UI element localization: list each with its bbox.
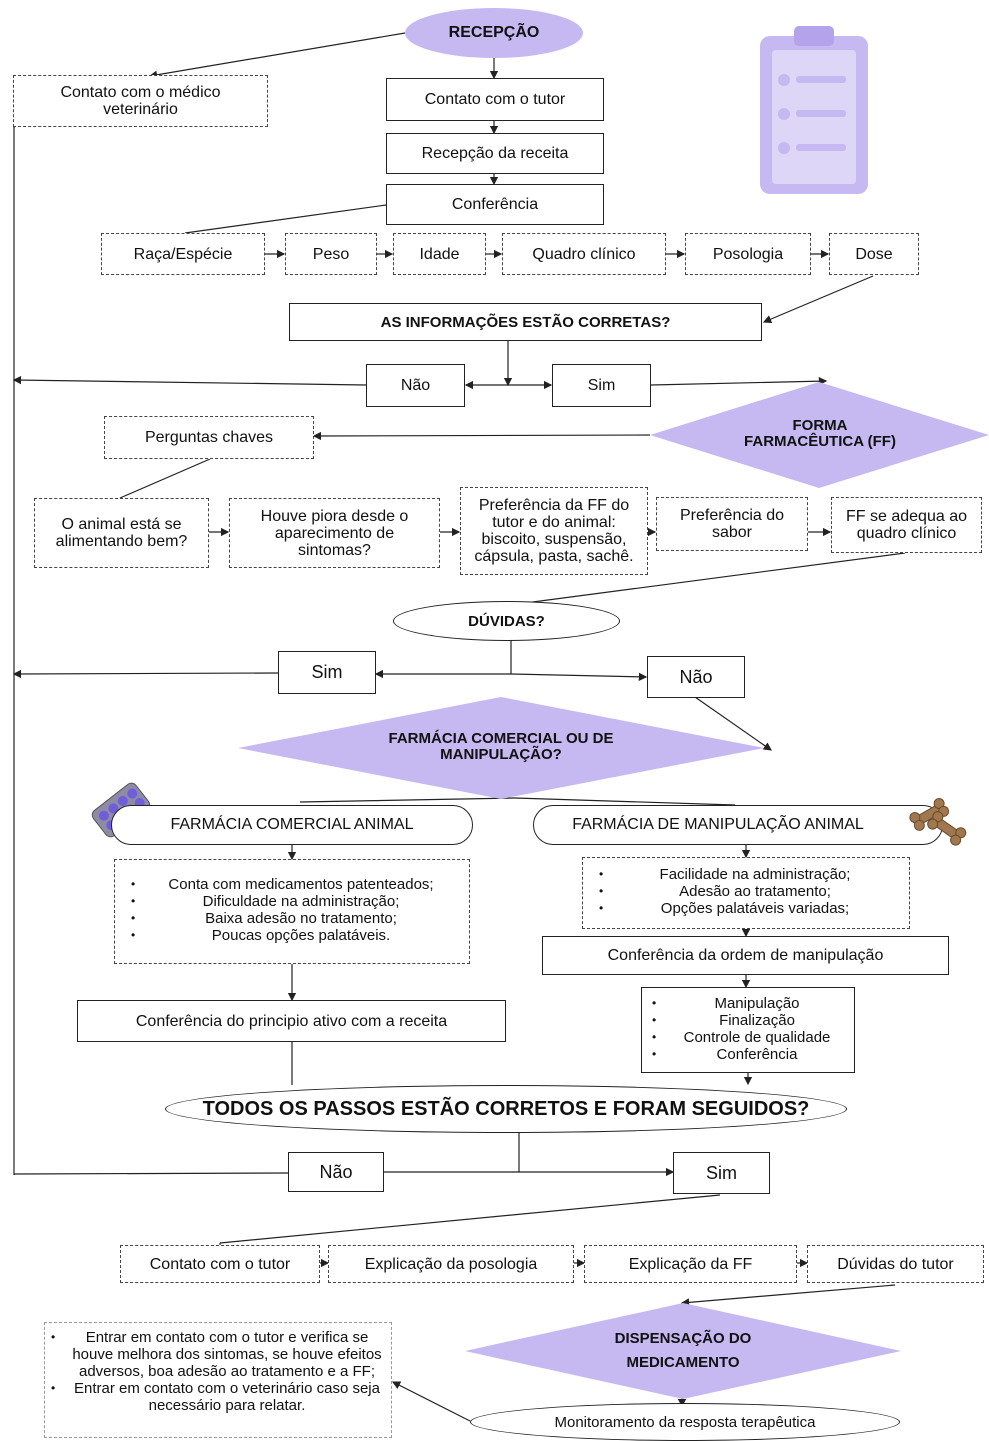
doubts-yes-box: Sim [278, 651, 376, 694]
steps-no-label: Não [319, 1161, 353, 1182]
check-item-label: Dose [855, 245, 893, 263]
info-question-box: AS INFORMAÇÕES ESTÃO CORRETAS? [289, 303, 762, 341]
key-item-ff-preference: Preferência da FF do tutor e do animal: … [460, 487, 648, 575]
list-item: Entrar em contato com o veterinário caso… [49, 1380, 387, 1414]
check-item-age: Idade [393, 233, 486, 275]
recipe-reception-label: Recepção da receita [421, 145, 569, 162]
compounding-features-list: Facilidade na administração; Adesão ao t… [582, 857, 910, 929]
steps-yes-label: Sim [706, 1162, 737, 1183]
dosage-form-diamond: FORMA FARMACÊUTICA (FF) [650, 382, 989, 488]
contact-tutor-box: Contato com o tutor [386, 78, 604, 121]
check-item-label: Posologia [712, 245, 784, 263]
list-item: Finalização [650, 1012, 846, 1029]
final-item-ff: Explicação da FF [584, 1245, 797, 1283]
check-item-dose: Dose [829, 233, 919, 275]
key-item-worsening: Houve piora desde o aparecimento de sint… [229, 498, 440, 568]
dosage-form-label: FORMA FARMACÊUTICA (FF) [744, 417, 896, 450]
doubts-label: DÚVIDAS? [468, 612, 545, 630]
key-item-ff-clinical: FF se adequa ao quadro clínico [831, 497, 982, 553]
reception-label: RECEPÇÃO [448, 24, 540, 41]
order-check-box: Conferência da ordem de manipulação [542, 936, 949, 975]
clipboard-icon [754, 22, 874, 198]
check-item-label: Idade [419, 245, 460, 263]
commercial-pharmacy-pill: FARMÁCIA COMERCIAL ANIMAL [111, 805, 473, 845]
doubts-no-label: Não [679, 666, 713, 687]
answer-no-label: Não [400, 377, 431, 394]
doubts-oval: DÚVIDAS? [393, 601, 620, 641]
list-item: Adesão ao tratamento; [597, 883, 895, 900]
followup-list: Entrar em contato com o tutor e verifica… [44, 1322, 392, 1438]
recipe-reception-box: Recepção da receita [386, 133, 604, 174]
list-item: Conta com medicamentos patenteados; [129, 876, 455, 893]
dispensing-label: DISPENSAÇÃO DO MEDICAMENTO [614, 1330, 752, 1371]
check-label: Conferência [451, 196, 539, 213]
reception-ellipse: RECEPÇÃO [405, 8, 583, 58]
compounding-steps-list: Manipulação Finalização Controle de qual… [641, 987, 855, 1073]
key-item-label: Houve piora desde o aparecimento de sint… [260, 507, 409, 559]
list-item: Conferência [650, 1046, 846, 1063]
final-item-label: Dúvidas do tutor [837, 1255, 954, 1273]
list-item: Entrar em contato com o tutor e verifica… [49, 1329, 387, 1380]
list-item: Opções palatáveis variadas; [597, 900, 895, 917]
order-check-label: Conferência da ordem de manipulação [607, 947, 884, 964]
key-item-label: FF se adequa ao quadro clínico [846, 508, 967, 542]
steps-no-box: Não [288, 1152, 384, 1192]
monitoring-label: Monitoramento da resposta terapêutica [554, 1413, 816, 1431]
check-item-species: Raça/Espécie [101, 233, 265, 275]
compounding-pharmacy-pill: FARMÁCIA DE MANIPULAÇÃO ANIMAL [533, 805, 943, 845]
active-ingredient-check-box: Conferência do principio ativo com a rec… [77, 1000, 506, 1042]
check-box: Conferência [386, 184, 604, 225]
contact-tutor-label: Contato com o tutor [424, 91, 566, 108]
pharmacy-question-label: FARMÁCIA COMERCIAL OU DE MANIPULAÇÃO? [388, 730, 614, 763]
key-item-flavor: Preferência do sabor [656, 497, 808, 551]
check-item-clinical: Quadro clínico [502, 233, 666, 275]
check-item-label: Raça/Espécie [133, 245, 233, 263]
key-questions-label: Perguntas chaves [144, 429, 274, 446]
list-item: Controle de qualidade [650, 1029, 846, 1046]
list-item: Baixa adesão no tratamento; [129, 910, 455, 927]
doubts-yes-label: Sim [311, 662, 343, 682]
key-item-label: O animal está se alimentando bem? [55, 516, 188, 550]
key-item-feeding: O animal está se alimentando bem? [34, 498, 209, 568]
dispensing-diamond: DISPENSAÇÃO DO MEDICAMENTO [465, 1303, 901, 1399]
compounding-pharmacy-label: FARMÁCIA DE MANIPULAÇÃO ANIMAL [572, 816, 864, 833]
check-item-posology: Posologia [685, 233, 811, 275]
steps-yes-box: Sim [673, 1152, 770, 1194]
final-item-label: Explicação da FF [628, 1255, 753, 1273]
check-item-label: Quadro clínico [532, 245, 636, 263]
dog-bones-icon [905, 792, 973, 848]
contact-vet-box: Contato com o médico veterinário [13, 75, 268, 127]
list-item: Manipulação [650, 995, 846, 1012]
list-item: Dificuldade na administração; [129, 893, 455, 910]
all-steps-label: TODOS OS PASSOS ESTÃO CORRETOS E FORAM S… [202, 1097, 810, 1120]
final-item-doubts: Dúvidas do tutor [807, 1245, 984, 1283]
pharmacy-question-diamond: FARMÁCIA COMERCIAL OU DE MANIPULAÇÃO? [238, 697, 764, 799]
monitoring-oval: Monitoramento da resposta terapêutica [470, 1403, 900, 1441]
key-item-label: Preferência da FF do tutor e do animal: … [474, 497, 634, 565]
final-item-posology: Explicação da posologia [328, 1245, 574, 1283]
commercial-pharmacy-label: FARMÁCIA COMERCIAL ANIMAL [170, 816, 414, 833]
check-item-weight: Peso [285, 233, 377, 275]
final-item-label: Contato com o tutor [149, 1255, 291, 1273]
contact-vet-label: Contato com o médico veterinário [60, 84, 221, 118]
final-item-contact-tutor: Contato com o tutor [120, 1245, 320, 1283]
answer-yes-label: Sim [587, 377, 616, 394]
active-ingredient-check-label: Conferência do principio ativo com a rec… [135, 1012, 448, 1030]
answer-yes-box: Sim [552, 364, 651, 407]
key-item-label: Preferência do sabor [679, 507, 785, 541]
info-question-label: AS INFORMAÇÕES ESTÃO CORRETAS? [380, 313, 671, 331]
list-item: Poucas opções palatáveis. [129, 927, 455, 944]
doubts-no-box: Não [647, 656, 745, 698]
final-item-label: Explicação da posologia [364, 1255, 538, 1273]
answer-no-box: Não [366, 364, 465, 407]
check-item-label: Peso [312, 245, 350, 263]
list-item: Facilidade na administração; [597, 866, 895, 883]
all-steps-oval: TODOS OS PASSOS ESTÃO CORRETOS E FORAM S… [165, 1085, 847, 1133]
key-questions-box: Perguntas chaves [104, 416, 314, 459]
commercial-features-list: Conta com medicamentos patenteados; Difi… [114, 859, 470, 964]
